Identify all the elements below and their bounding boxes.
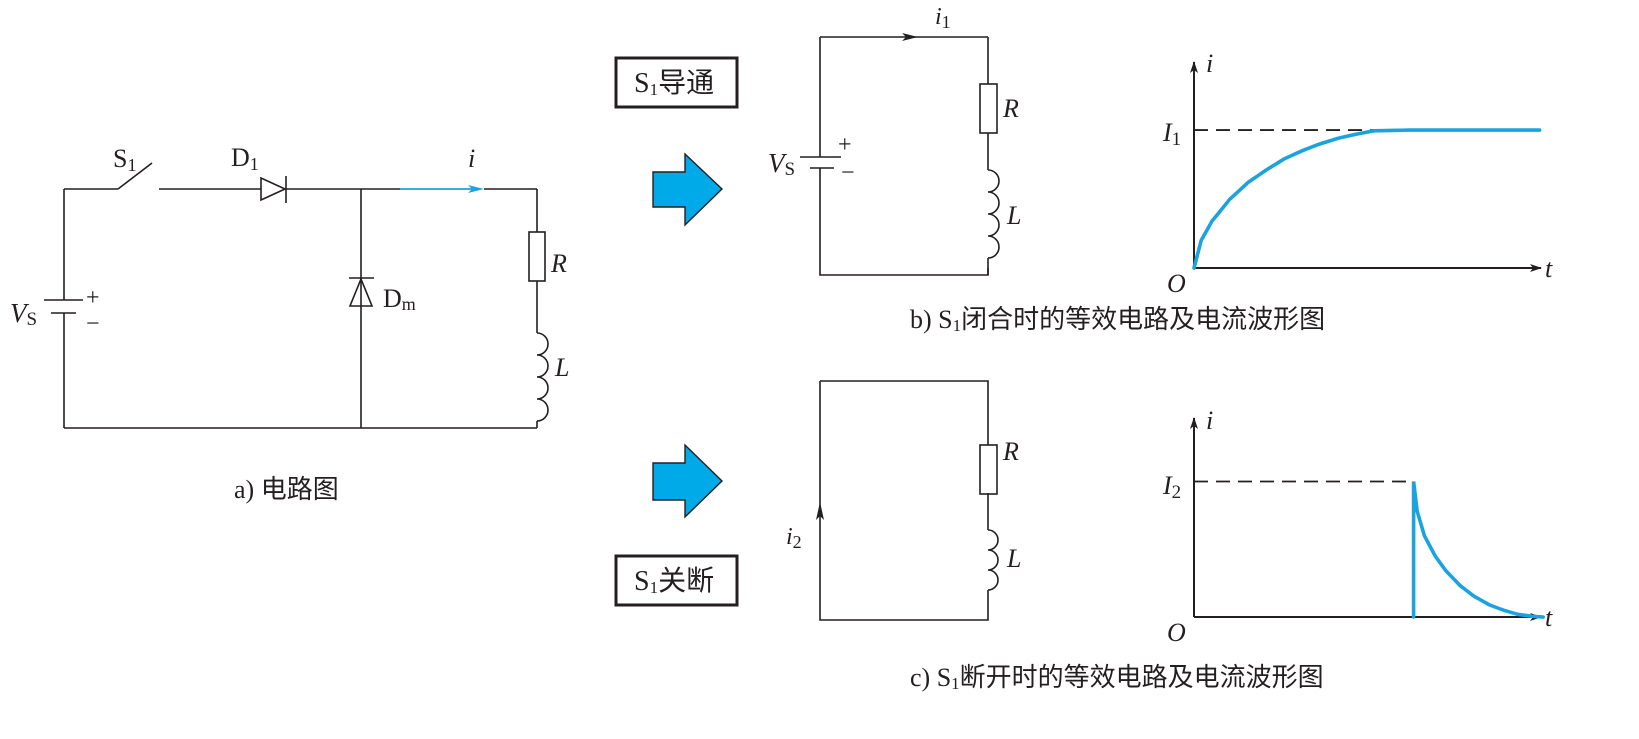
current-arrow-i1 — [902, 33, 918, 41]
state-off: S1关断 — [614, 443, 739, 607]
x-axis-label: t — [1545, 603, 1553, 632]
inductor-icon — [536, 332, 549, 422]
resistor-icon — [979, 444, 998, 495]
state-on-box — [614, 56, 739, 109]
label-vs: VS — [10, 298, 37, 330]
battery-icon — [800, 156, 841, 169]
y-axis-label: i — [1206, 49, 1213, 78]
label-dm: Dm — [383, 284, 416, 314]
right-arrow-icon-on — [652, 152, 724, 227]
inductor-icon — [987, 169, 1000, 259]
y-axis-label: i — [1206, 406, 1213, 435]
label-l: L — [554, 353, 569, 382]
current-arrow-i2 — [816, 502, 824, 520]
inductor-icon — [987, 529, 999, 591]
level-label-i2: I2 — [1162, 471, 1181, 503]
label-l: L — [1006, 201, 1021, 230]
label-s1: S1 — [113, 144, 136, 175]
battery-icon — [44, 299, 83, 314]
circuit-a: S1 D1 i VS + − Dm R L a) 电路图 — [10, 143, 569, 504]
label-r: R — [1002, 94, 1019, 123]
origin-label: O — [1167, 269, 1186, 298]
level-label-i1: I1 — [1162, 118, 1181, 150]
label-i2: i2 — [786, 524, 802, 552]
label-l: L — [1006, 544, 1021, 573]
current-rise-curve — [1192, 128, 1542, 270]
resistor-icon — [979, 83, 998, 134]
label-plus: + — [838, 132, 852, 158]
label-vs: VS — [768, 148, 795, 180]
label-plus: + — [86, 285, 100, 311]
label-minus: − — [86, 311, 100, 337]
resistor-icon — [528, 231, 546, 282]
circuit-c: i2 R L — [786, 380, 1021, 621]
diode-dm-icon — [348, 276, 374, 307]
label-d1: D1 — [231, 143, 259, 174]
graph-b: i t O I1 — [1162, 49, 1553, 298]
current-decay-curve — [1411, 481, 1545, 619]
x-axis-label: t — [1545, 254, 1553, 283]
state-off-box — [614, 554, 739, 607]
state-off-label: S1关断 — [634, 565, 714, 597]
label-minus: − — [841, 160, 855, 186]
state-on-label: S1导通 — [634, 68, 714, 99]
right-arrow-icon-off — [652, 443, 724, 519]
caption-c: c) S1断开时的等效电路及电流波形图 — [910, 663, 1324, 693]
label-i1: i1 — [935, 4, 951, 32]
diode-d1-icon — [260, 176, 287, 203]
caption-b: b) S1闭合时的等效电路及电流波形图 — [910, 305, 1325, 335]
label-r: R — [1002, 437, 1019, 466]
label-current-i: i — [468, 144, 475, 173]
caption-a: a) 电路图 — [234, 475, 339, 504]
switch-icon — [117, 162, 153, 190]
origin-label: O — [1167, 618, 1186, 647]
graph-c: i t O I2 — [1162, 406, 1553, 647]
state-on: S1导通 — [614, 56, 739, 227]
circuit-b: i1 VS + − R L — [768, 4, 1021, 276]
label-r: R — [550, 249, 567, 278]
